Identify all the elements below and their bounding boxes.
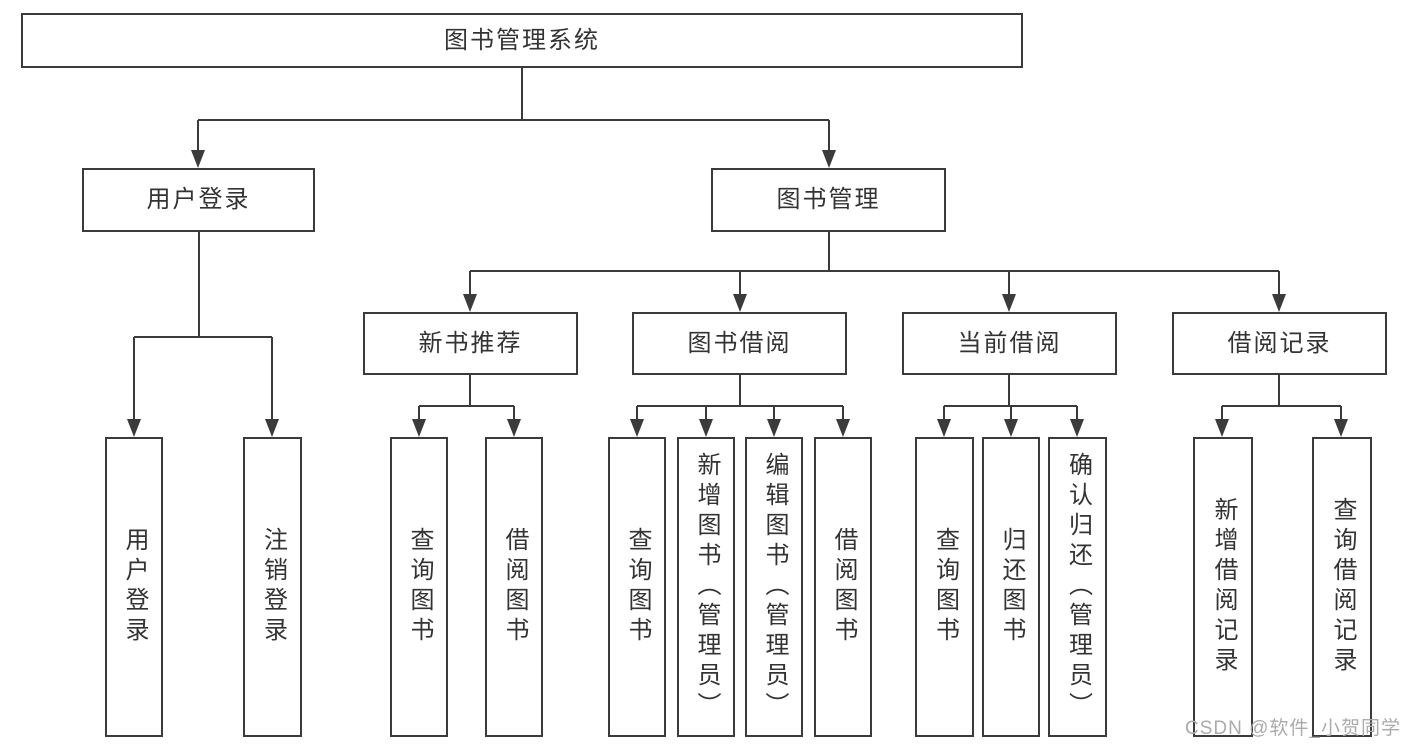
node-current-borrowing-label: 当前借阅	[957, 329, 1062, 357]
leaf-return-books-label: 归还图书	[998, 527, 1025, 647]
leaf-borrow-books-1: 借阅图书	[485, 437, 543, 737]
leaf-user-login: 用户登录	[105, 437, 163, 737]
node-new-book-recommendation-label: 新书推荐	[418, 329, 523, 357]
leaf-borrow-books-2-label: 借阅图书	[830, 527, 857, 647]
leaf-query-books-3-label: 查询图书	[931, 527, 959, 647]
leaf-edit-books-admin: 编辑图书（管理员）	[745, 437, 803, 737]
leaf-return-books: 归还图书	[982, 437, 1040, 737]
leaf-query-books-1-label: 查询图书	[406, 527, 433, 647]
csdn-watermark: CSDN @软件_小贺同学	[1185, 718, 1401, 739]
node-borrowing-records: 借阅记录	[1172, 312, 1387, 375]
node-book-borrowing-label: 图书借阅	[687, 329, 792, 357]
leaf-user-login-label: 用户登录	[121, 527, 148, 647]
leaf-query-books-2-label: 查询图书	[624, 527, 651, 647]
node-book-management: 图书管理	[711, 168, 946, 232]
node-user-login-label: 用户登录	[146, 186, 251, 213]
node-current-borrowing: 当前借阅	[902, 312, 1117, 375]
leaf-add-borrow-record-label: 新增借阅记录	[1210, 497, 1237, 677]
leaf-add-books-admin-label: 新增图书（管理员）	[693, 452, 720, 722]
arrowheads	[127, 150, 1348, 437]
leaf-add-books-admin: 新增图书（管理员）	[677, 437, 735, 737]
leaf-logout: 注销登录	[243, 437, 302, 737]
node-borrowing-records-label: 借阅记录	[1227, 329, 1332, 357]
leaf-add-borrow-record: 新增借阅记录	[1193, 437, 1253, 737]
leaf-query-borrow-record: 查询借阅记录	[1312, 437, 1372, 737]
leaf-confirm-return-admin: 确认归还（管理员）	[1048, 437, 1107, 737]
node-user-login: 用户登录	[82, 168, 315, 232]
leaf-borrow-books-1-label: 借阅图书	[501, 527, 528, 647]
node-library-management-system: 图书管理系统	[21, 13, 1023, 68]
leaf-query-borrow-record-label: 查询借阅记录	[1329, 497, 1356, 677]
node-book-management-label: 图书管理	[776, 186, 881, 213]
leaf-confirm-return-admin-label: 确认归还（管理员）	[1064, 452, 1092, 722]
node-new-book-recommendation: 新书推荐	[363, 312, 578, 375]
leaf-query-books-1: 查询图书	[390, 437, 448, 737]
node-book-borrowing: 图书借阅	[632, 312, 847, 375]
leaf-borrow-books-2: 借阅图书	[814, 437, 872, 737]
leaf-query-books-2: 查询图书	[608, 437, 666, 737]
leaf-edit-books-admin-label: 编辑图书（管理员）	[761, 452, 788, 722]
leaf-query-books-3: 查询图书	[915, 437, 974, 737]
leaf-logout-label: 注销登录	[259, 527, 287, 647]
node-library-management-system-label: 图书管理系统	[444, 26, 600, 54]
